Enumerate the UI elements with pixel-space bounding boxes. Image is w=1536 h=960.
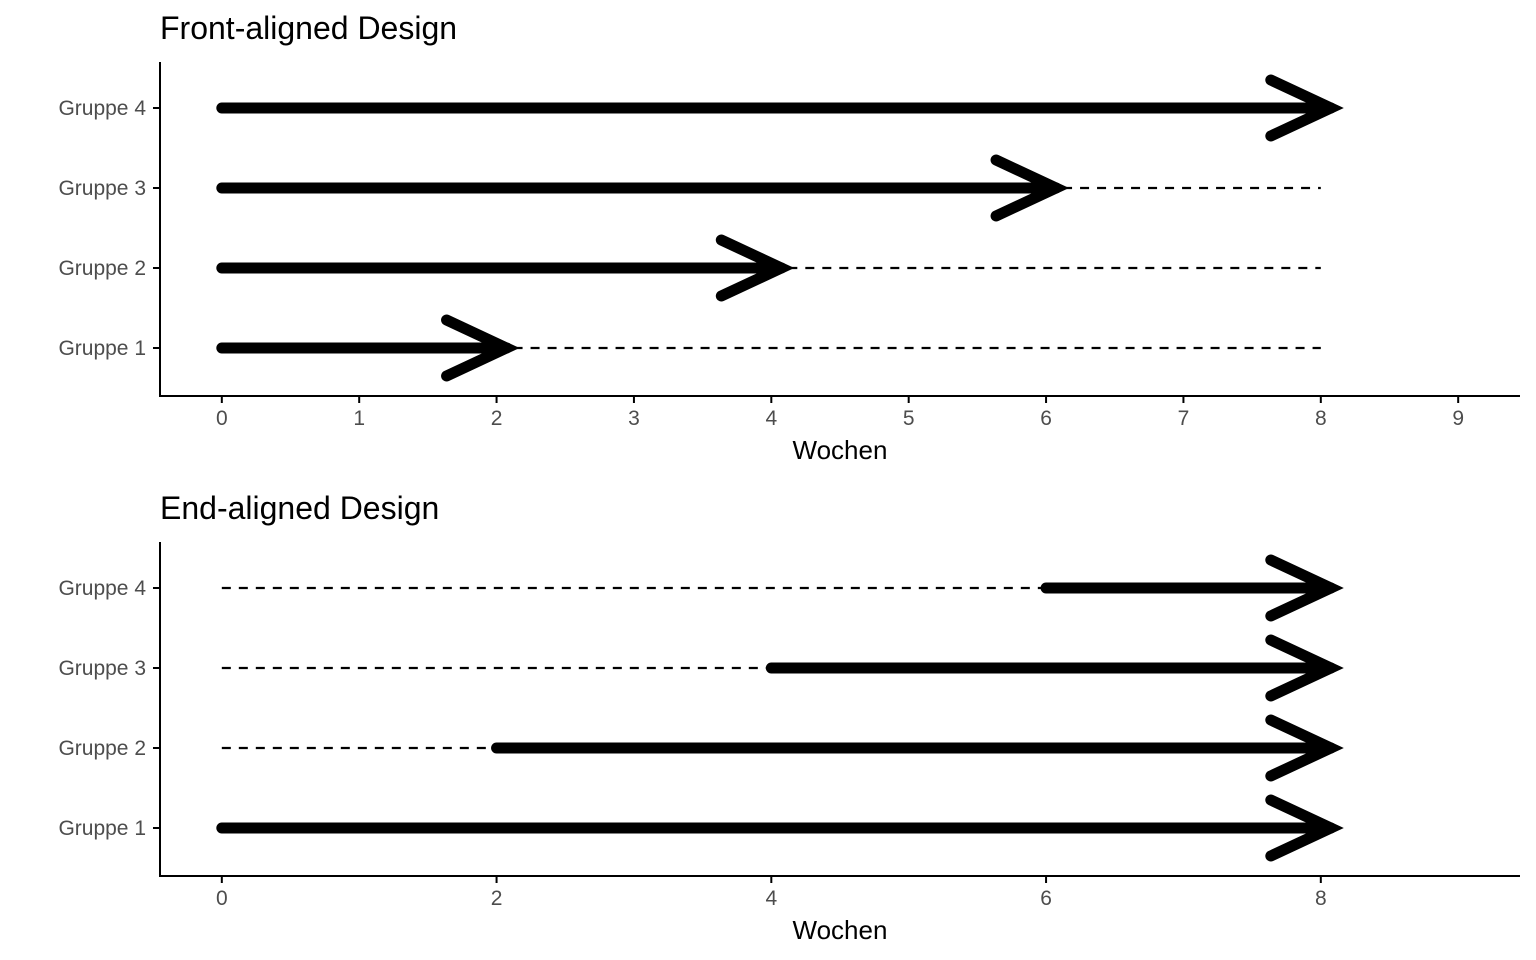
x-tick-label: 1 [353, 407, 365, 430]
x-tick-label: 6 [1040, 407, 1052, 430]
y-tick-label: Gruppe 3 [58, 177, 146, 200]
x-tick-label: 7 [1178, 407, 1190, 430]
x-axis-title: Wochen [793, 915, 888, 945]
y-tick-label: Gruppe 2 [58, 737, 146, 760]
arrow-head [1265, 634, 1344, 702]
x-tick-label: 9 [1452, 407, 1464, 430]
x-tick-label: 6 [1040, 887, 1052, 910]
arrow-head [441, 314, 520, 382]
panel-front-aligned: Front-aligned Design Wochen 0 1 2 3 4 5 6 7 8 9 Gr… [58, 10, 1520, 465]
arrow-head [1265, 714, 1344, 782]
y-tick-label: Gruppe 4 [58, 97, 146, 120]
y-tick-label: Gruppe 1 [58, 337, 146, 360]
x-tick-label: 5 [903, 407, 915, 430]
x-tick-label: 0 [216, 407, 228, 430]
arrow-head [1265, 794, 1344, 862]
x-tick-label: 4 [765, 407, 777, 430]
y-tick-label: Gruppe 4 [58, 577, 146, 600]
x-tick-label: 2 [491, 887, 503, 910]
arrow-head [1265, 554, 1344, 622]
chart-title: End-aligned Design [160, 490, 439, 526]
x-tick-label: 4 [765, 887, 777, 910]
chart-title: Front-aligned Design [160, 10, 457, 46]
arrow-head [990, 154, 1070, 222]
y-tick-label: Gruppe 3 [58, 657, 146, 680]
x-tick-label: 2 [491, 407, 503, 430]
arrow-head [715, 234, 795, 302]
x-axis-title: Wochen [793, 435, 888, 465]
x-tick-label: 8 [1315, 407, 1327, 430]
panel-end-aligned: End-aligned Design Wochen 0 2 4 6 8 Gruppe 1 G… [58, 490, 1520, 945]
arrow-head [1265, 74, 1344, 142]
y-tick-label: Gruppe 1 [58, 817, 146, 840]
x-tick-label: 8 [1315, 887, 1327, 910]
x-tick-label: 3 [628, 407, 640, 430]
x-tick-label: 0 [216, 887, 228, 910]
y-tick-label: Gruppe 2 [58, 257, 146, 280]
